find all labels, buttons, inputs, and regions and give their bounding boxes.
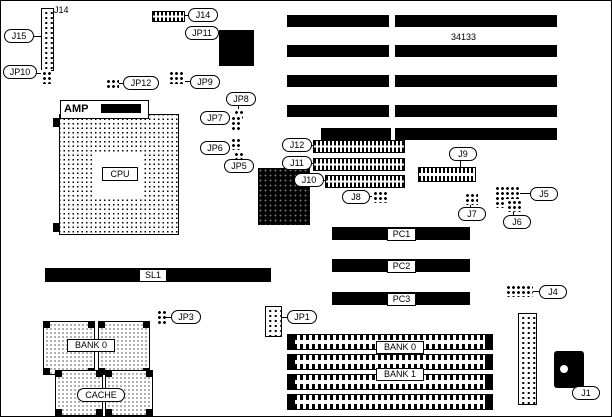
expansion-slot xyxy=(395,75,557,87)
label-j12: J12 xyxy=(282,138,312,152)
power-connector xyxy=(518,313,537,405)
j6-jumper xyxy=(506,199,522,212)
leader-line xyxy=(34,73,41,74)
jp3-jumper xyxy=(156,309,166,325)
expansion-slot xyxy=(287,15,389,27)
keyboard-connector xyxy=(554,351,584,388)
label-jp11: JP11 xyxy=(185,26,219,40)
label-j8: J8 xyxy=(342,190,370,204)
label-j7: J7 xyxy=(458,207,486,221)
j8-jumper xyxy=(372,190,389,203)
expansion-slot xyxy=(321,128,391,140)
leader-line xyxy=(513,212,514,215)
label-sl1: SL1 xyxy=(139,269,167,282)
label-pc3: PC3 xyxy=(387,293,416,306)
j4-jumper xyxy=(505,284,533,297)
label-jp12: JP12 xyxy=(123,76,159,90)
leader-line xyxy=(184,15,188,16)
jp8-jumper xyxy=(233,109,243,119)
keyboard-connector-hole xyxy=(560,365,568,373)
jp7-jumper xyxy=(230,115,242,130)
label-pc1: PC1 xyxy=(387,228,416,241)
label-j15: J15 xyxy=(4,29,34,43)
jp5-jumper xyxy=(233,151,244,163)
expansion-slot xyxy=(395,105,557,117)
part-number: 34133 xyxy=(451,32,477,42)
simm-socket xyxy=(287,394,493,410)
label-j14: J14 xyxy=(188,8,218,22)
leader-line xyxy=(520,193,530,194)
label-jp10: JP10 xyxy=(3,65,37,79)
leader-line xyxy=(238,106,239,109)
label-j4: J4 xyxy=(539,285,567,299)
j10-pin-header xyxy=(325,175,405,188)
jp10-jumper xyxy=(41,70,51,84)
j7-jumper xyxy=(464,192,478,205)
label-jp7: JP7 xyxy=(200,111,230,125)
leader-line xyxy=(119,83,123,84)
expansion-slot xyxy=(287,45,389,57)
label-jp6: JP6 xyxy=(200,141,230,155)
label-jp1: JP1 xyxy=(287,310,317,324)
leader-line xyxy=(460,161,461,167)
label-j11: J11 xyxy=(282,156,312,170)
label-jp5: JP5 xyxy=(224,159,254,173)
jp9-jumper xyxy=(168,70,185,84)
label-bank0-simm: BANK 0 xyxy=(376,341,424,354)
label-j6: J6 xyxy=(503,215,531,229)
label-jp9: JP9 xyxy=(190,75,220,89)
simm-socket xyxy=(287,374,493,390)
label-cache: CACHE xyxy=(77,388,125,402)
j12-pin-header xyxy=(313,140,405,153)
label-j10: J10 xyxy=(294,173,324,187)
label-bank1-simm: BANK 1 xyxy=(376,368,424,381)
j11-pin-header xyxy=(313,158,405,171)
jp1-pin-header xyxy=(265,306,282,337)
label-cpu: CPU xyxy=(102,167,138,181)
leader-line xyxy=(185,81,190,82)
leader-line xyxy=(470,205,471,207)
label-j1: J1 xyxy=(572,386,600,400)
expansion-slot xyxy=(287,105,389,117)
socket-tab xyxy=(53,223,59,232)
jp11-chip xyxy=(219,30,254,66)
leader-line xyxy=(166,317,171,318)
label-j9: J9 xyxy=(449,147,477,161)
j14-pin-strip xyxy=(152,11,185,22)
label-jp3: JP3 xyxy=(171,310,201,324)
label-j5: J5 xyxy=(530,187,558,201)
leader-line xyxy=(31,36,41,37)
expansion-slot xyxy=(395,15,557,27)
label-pc2: PC2 xyxy=(387,260,416,273)
label-jp8: JP8 xyxy=(226,92,256,106)
expansion-slot xyxy=(287,75,389,87)
label-bank0-sram: BANK 0 xyxy=(67,339,115,352)
j9-pin-header xyxy=(418,167,476,182)
expansion-slot xyxy=(395,128,557,140)
leader-line xyxy=(282,317,287,318)
jp12-jumper xyxy=(105,78,119,90)
amp-logo-bar xyxy=(101,104,141,113)
simm-socket xyxy=(287,354,493,370)
socket-tab xyxy=(53,118,59,127)
jp6-jumper xyxy=(230,137,242,150)
leader-line xyxy=(533,291,539,292)
expansion-slot xyxy=(395,45,557,57)
j14-pin-header xyxy=(41,8,54,71)
label-j14-topleft: J14 xyxy=(54,5,69,15)
